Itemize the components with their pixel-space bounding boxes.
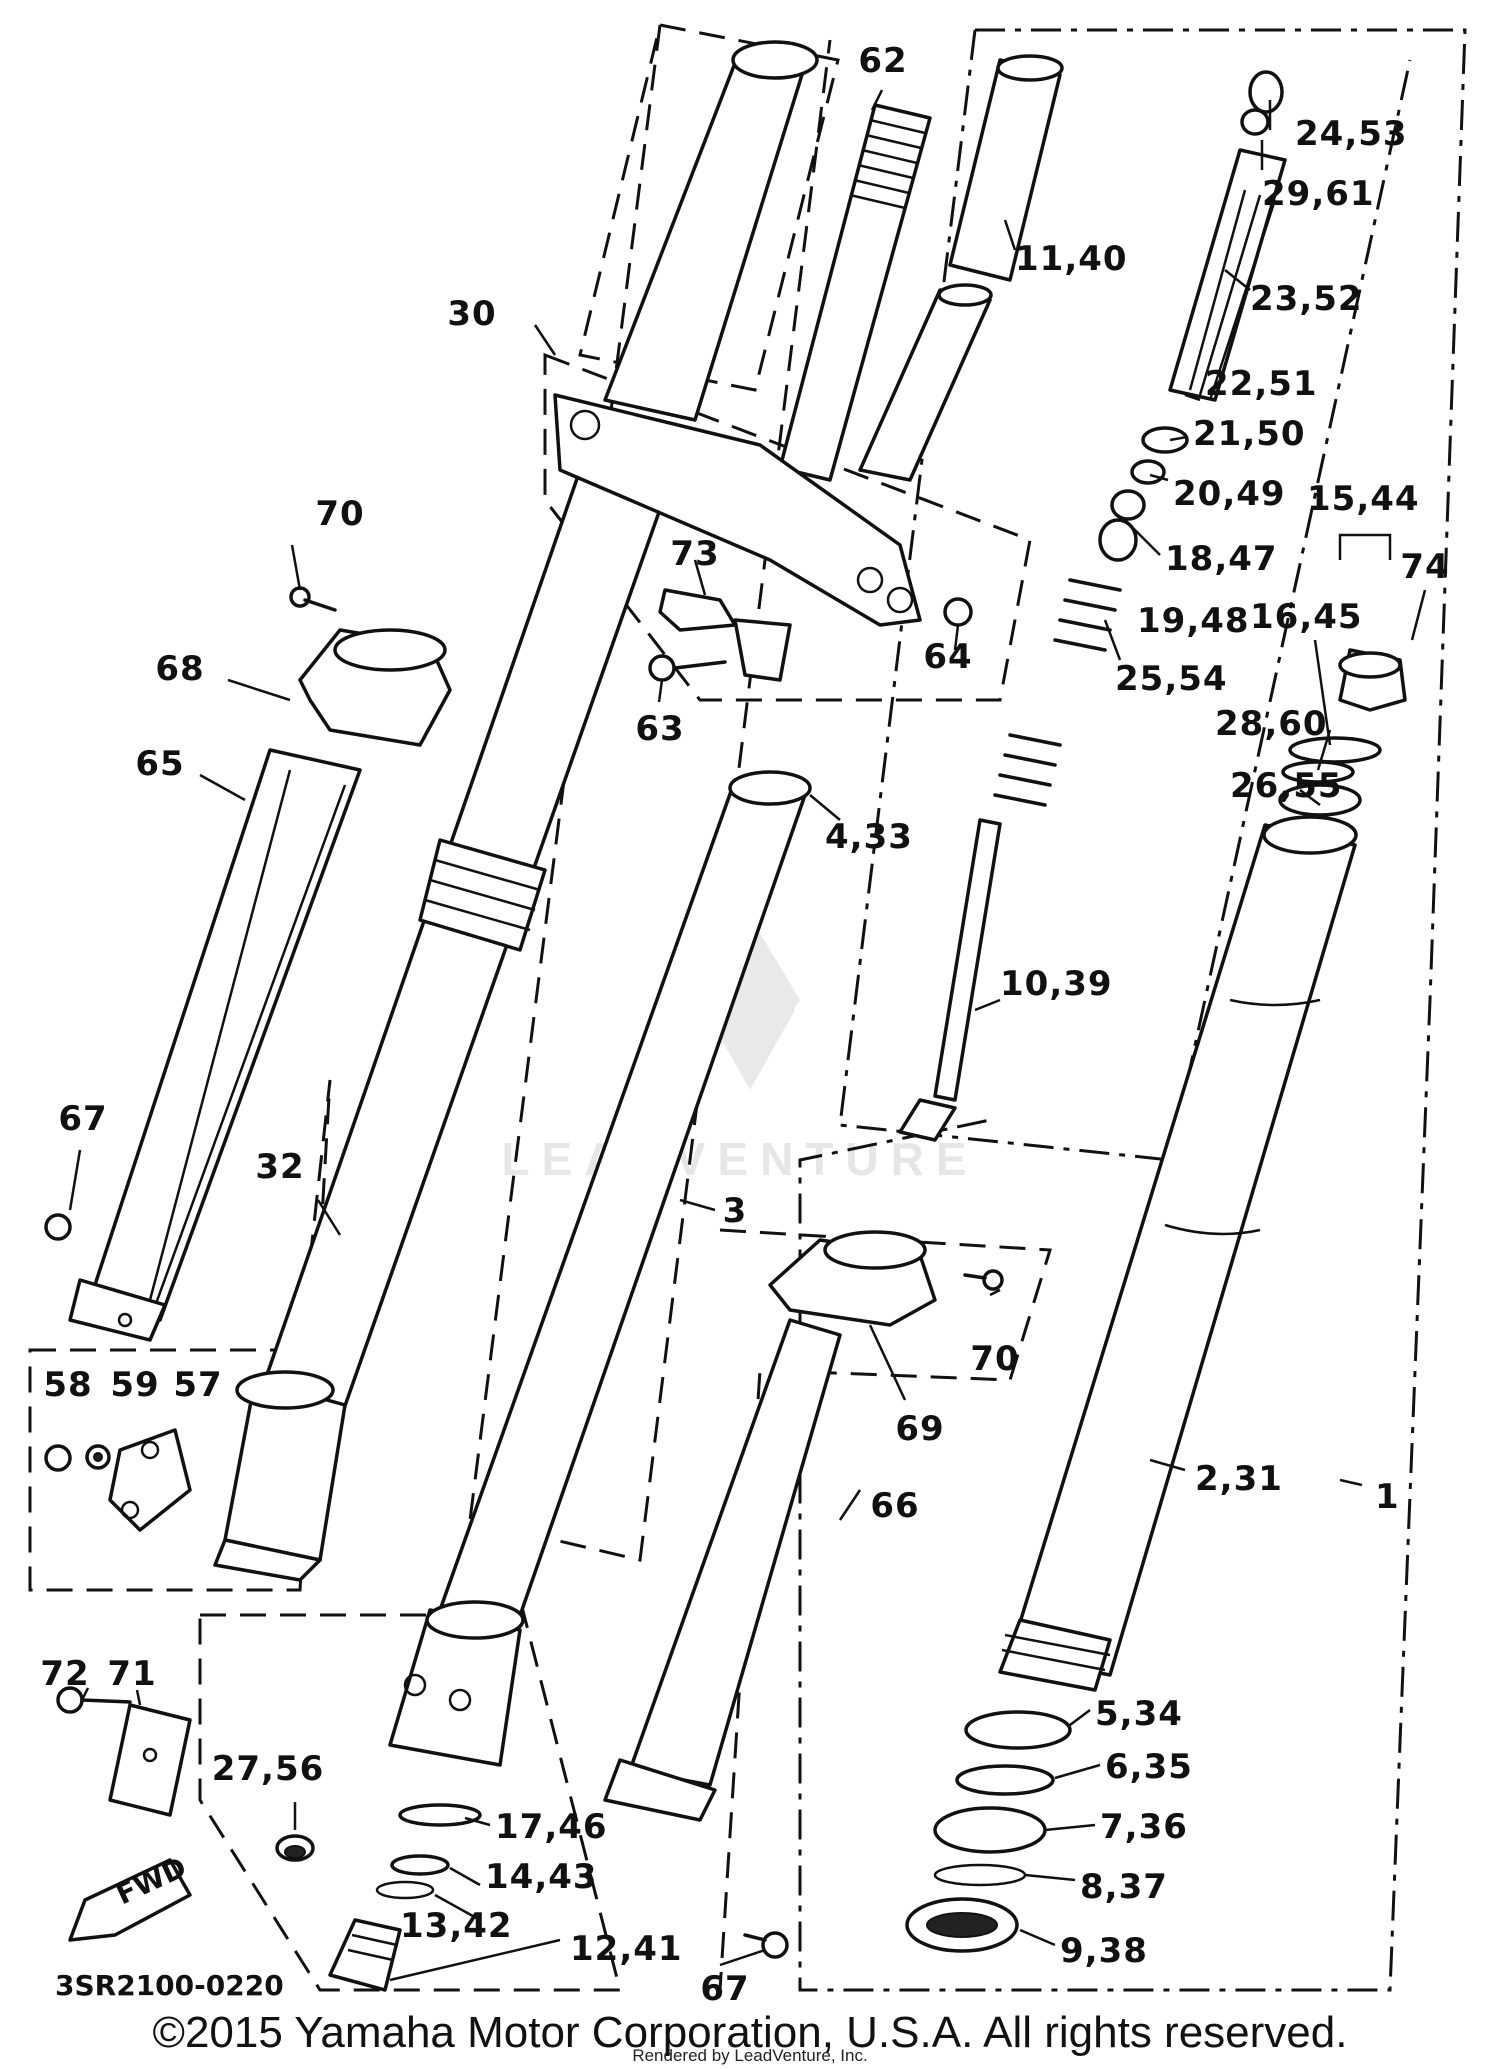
seal-rings-left bbox=[328, 1803, 482, 1992]
callout-23-52: 23,52 bbox=[1250, 279, 1363, 319]
callout-29-61: 29,61 bbox=[1262, 174, 1375, 214]
callout-4-33: 4,33 bbox=[825, 817, 913, 857]
callout-74: 74 bbox=[1400, 547, 1449, 587]
callout-5-34: 5,34 bbox=[1095, 1694, 1183, 1734]
callout-21-50: 21,50 bbox=[1193, 414, 1306, 454]
callout-14-43: 14,43 bbox=[485, 1857, 598, 1897]
callout-10-39: 10,39 bbox=[1000, 964, 1113, 1004]
callout-71: 71 bbox=[107, 1654, 156, 1694]
callout-68: 68 bbox=[155, 649, 204, 689]
callout-63: 63 bbox=[635, 709, 684, 749]
callout-72: 72 bbox=[40, 1654, 89, 1694]
plate-71 bbox=[108, 1703, 192, 1817]
inner-tube-3 bbox=[388, 770, 812, 1767]
bolt-67-left bbox=[44, 1213, 72, 1241]
cap-bolt-74 bbox=[1278, 648, 1407, 817]
bolt-70-upper bbox=[289, 586, 337, 612]
clamp-68 bbox=[298, 628, 452, 747]
callout-57: 57 bbox=[173, 1365, 222, 1405]
callout-28-60: 28,60 bbox=[1215, 704, 1328, 744]
callout-70-upper: 70 bbox=[315, 494, 364, 534]
cable-guide-73 bbox=[658, 588, 792, 682]
outer-fork-tube-right bbox=[998, 815, 1358, 1692]
damper-rod-assembly-right bbox=[898, 70, 1287, 1142]
washer-58-59 bbox=[44, 1444, 111, 1472]
fork-guard-65 bbox=[68, 748, 362, 1342]
callout-59: 59 bbox=[110, 1365, 159, 1405]
callout-70-lower: 70 bbox=[970, 1339, 1019, 1379]
callout-8-37: 8,37 bbox=[1080, 1867, 1168, 1907]
callout-20-49: 20,49 bbox=[1173, 474, 1286, 514]
callout-2-31: 2,31 bbox=[1195, 1459, 1283, 1499]
damper-cartridge-11-40 bbox=[858, 54, 1064, 482]
callout-3: 3 bbox=[723, 1191, 748, 1231]
callout-25-54: 25,54 bbox=[1115, 659, 1228, 699]
callout-58: 58 bbox=[43, 1365, 92, 1405]
drain-bolt-27-56 bbox=[275, 1834, 315, 1862]
callout-67-left: 67 bbox=[58, 1099, 107, 1139]
callout-27-56: 27,56 bbox=[212, 1749, 325, 1789]
bolt-67-right bbox=[743, 1931, 789, 1959]
callout-24-53: 24,53 bbox=[1295, 114, 1408, 154]
callout-18-47: 18,47 bbox=[1165, 539, 1278, 579]
callout-26-55: 26,55 bbox=[1230, 766, 1343, 806]
callout-19-48: 19,48 bbox=[1137, 601, 1250, 641]
rendered-by-notice: Rendered by LeadVenture, Inc. bbox=[632, 2046, 868, 2065]
callout-73: 73 bbox=[670, 534, 719, 574]
outer-tube-left-32 bbox=[213, 468, 667, 1582]
callout-13-42: 13,42 bbox=[400, 1906, 513, 1946]
under-bracket bbox=[553, 393, 922, 627]
drawing-code: 3SR2100-0220 bbox=[55, 1969, 284, 2002]
axle-holder-69 bbox=[768, 1230, 937, 1327]
right-fork-seals bbox=[905, 1710, 1072, 1953]
leader-lines bbox=[68, 89, 1427, 1982]
callout-32: 32 bbox=[255, 1147, 304, 1187]
bolt-70-lower bbox=[963, 1269, 1004, 1291]
callout-9-38: 9,38 bbox=[1060, 1931, 1148, 1971]
callout-65: 65 bbox=[135, 744, 184, 784]
fwd-arrow: FWD bbox=[68, 1850, 192, 1942]
callout-1: 1 bbox=[1375, 1477, 1400, 1517]
callout-67-right: 67 bbox=[700, 1969, 749, 2009]
damper-rod-62 bbox=[778, 103, 932, 482]
inner-fork-tube-left bbox=[603, 40, 819, 422]
callout-16-45: 16,45 bbox=[1250, 597, 1363, 637]
callout-62: 62 bbox=[858, 41, 907, 81]
callout-7-36: 7,36 bbox=[1100, 1807, 1188, 1847]
callout-17-46: 17,46 bbox=[495, 1807, 608, 1847]
caliper-bracket-57 bbox=[108, 1428, 192, 1532]
callout-69: 69 bbox=[895, 1409, 944, 1449]
callout-30: 30 bbox=[447, 294, 496, 334]
callout-labels: 62 11,40 24,53 29,61 23,52 30 22,51 21,5… bbox=[40, 41, 1449, 2009]
callout-12-41: 12,41 bbox=[570, 1929, 683, 1969]
callout-15-44: 15,44 bbox=[1307, 479, 1420, 519]
nut-64 bbox=[943, 597, 973, 627]
copyright-notice: ©2015 Yamaha Motor Corporation, U.S.A. A… bbox=[152, 2008, 1348, 2057]
callout-11-40: 11,40 bbox=[1015, 239, 1128, 279]
callout-22-51: 22,51 bbox=[1205, 364, 1318, 404]
callout-6-35: 6,35 bbox=[1105, 1747, 1193, 1787]
callout-64: 64 bbox=[923, 637, 972, 677]
fork-guard-66 bbox=[603, 1318, 842, 1822]
callout-66: 66 bbox=[870, 1486, 919, 1526]
